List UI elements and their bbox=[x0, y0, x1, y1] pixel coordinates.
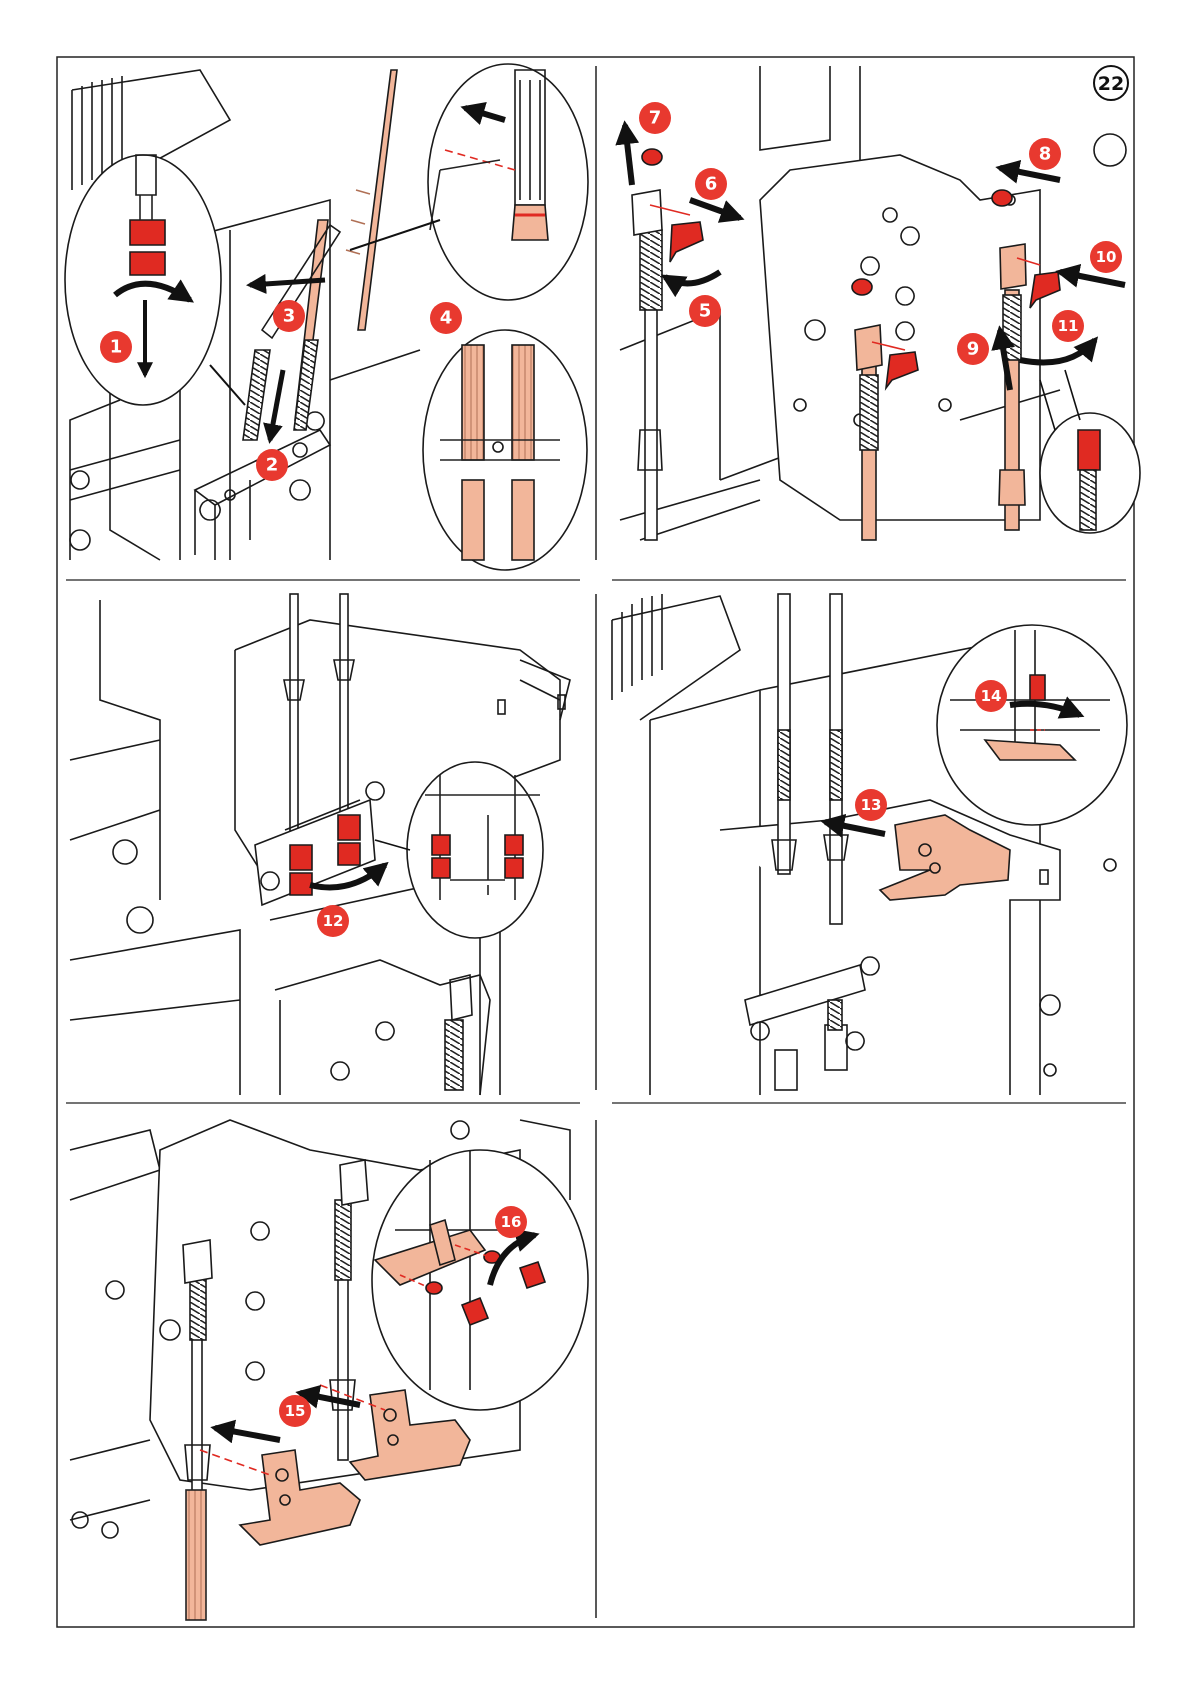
step-marker-6: 6 bbox=[695, 168, 727, 200]
svg-text:6: 6 bbox=[705, 174, 718, 195]
svg-text:3: 3 bbox=[283, 306, 296, 327]
svg-text:2: 2 bbox=[266, 455, 279, 476]
support-plate bbox=[720, 800, 1060, 1095]
arrow-icon bbox=[1060, 272, 1125, 285]
nut-icon bbox=[338, 815, 360, 865]
bolt-head bbox=[113, 840, 137, 864]
screw-icon bbox=[1030, 675, 1045, 700]
threaded-end bbox=[243, 350, 270, 440]
svg-text:11: 11 bbox=[1058, 317, 1079, 335]
step-marker-5: 5 bbox=[689, 295, 721, 327]
panel-1 bbox=[65, 64, 588, 570]
clip-icon bbox=[331, 1022, 394, 1080]
svg-text:8: 8 bbox=[1039, 144, 1052, 165]
svg-text:5: 5 bbox=[699, 301, 712, 322]
step-marker-11: 11 bbox=[1052, 310, 1084, 342]
housing-frame bbox=[70, 600, 240, 1095]
svg-text:13: 13 bbox=[861, 796, 882, 814]
step-marker-13: 13 bbox=[855, 789, 887, 821]
step-marker-10: 10 bbox=[1090, 241, 1122, 273]
nut-icon bbox=[290, 845, 312, 895]
step-marker-8: 8 bbox=[1029, 138, 1061, 170]
step-marker-3: 3 bbox=[273, 300, 305, 332]
bolt-head bbox=[70, 530, 90, 550]
step-marker-7: 7 bbox=[639, 102, 671, 134]
detail-circle-top bbox=[428, 64, 588, 300]
clevis-2 bbox=[855, 325, 882, 370]
svg-text:4: 4 bbox=[440, 308, 453, 329]
mounting-bracket bbox=[195, 430, 330, 560]
step-marker-14: 14 bbox=[975, 680, 1007, 712]
clevis-1 bbox=[632, 190, 662, 235]
step-markers-panel-3: 12 bbox=[317, 905, 349, 937]
washer-icon bbox=[852, 279, 872, 295]
washer-icon bbox=[992, 190, 1012, 206]
panel-5 bbox=[70, 1120, 588, 1620]
washer-icon bbox=[642, 149, 662, 165]
arrow-icon bbox=[1000, 168, 1060, 180]
arrow-icon bbox=[625, 125, 632, 185]
svg-text:10: 10 bbox=[1096, 248, 1117, 266]
arrow-icon bbox=[270, 370, 283, 440]
step-marker-1: 1 bbox=[100, 331, 132, 363]
clevis-right bbox=[340, 1160, 368, 1205]
step-marker-16: 16 bbox=[495, 1206, 527, 1238]
clevis-left bbox=[183, 1240, 212, 1283]
rotate-arrow-icon bbox=[665, 272, 720, 283]
page-number-badge: 22 bbox=[1094, 66, 1128, 100]
svg-text:7: 7 bbox=[649, 108, 662, 129]
step-marker-15: 15 bbox=[279, 1395, 311, 1427]
page-number: 22 bbox=[1098, 73, 1124, 95]
svg-text:9: 9 bbox=[967, 339, 980, 360]
arrow-icon bbox=[690, 200, 740, 218]
panel-4 bbox=[612, 594, 1127, 1095]
svg-text:1: 1 bbox=[110, 337, 123, 358]
spring bbox=[640, 230, 662, 310]
panel-3 bbox=[70, 594, 570, 1095]
clevis-3 bbox=[1000, 244, 1026, 289]
detail-circle-bottom bbox=[423, 330, 587, 570]
lower-bracket bbox=[745, 965, 865, 1025]
support-plate bbox=[760, 155, 1040, 520]
svg-text:12: 12 bbox=[323, 912, 344, 930]
clip-icon bbox=[670, 222, 703, 262]
detail-circle-screw bbox=[937, 625, 1127, 825]
step-marker-9: 9 bbox=[957, 333, 989, 365]
svg-text:16: 16 bbox=[501, 1213, 522, 1231]
step-marker-4: 4 bbox=[430, 302, 462, 334]
svg-text:15: 15 bbox=[285, 1402, 306, 1420]
svg-text:14: 14 bbox=[981, 687, 1002, 705]
step-marker-12: 12 bbox=[317, 905, 349, 937]
step-marker-2: 2 bbox=[256, 449, 288, 481]
